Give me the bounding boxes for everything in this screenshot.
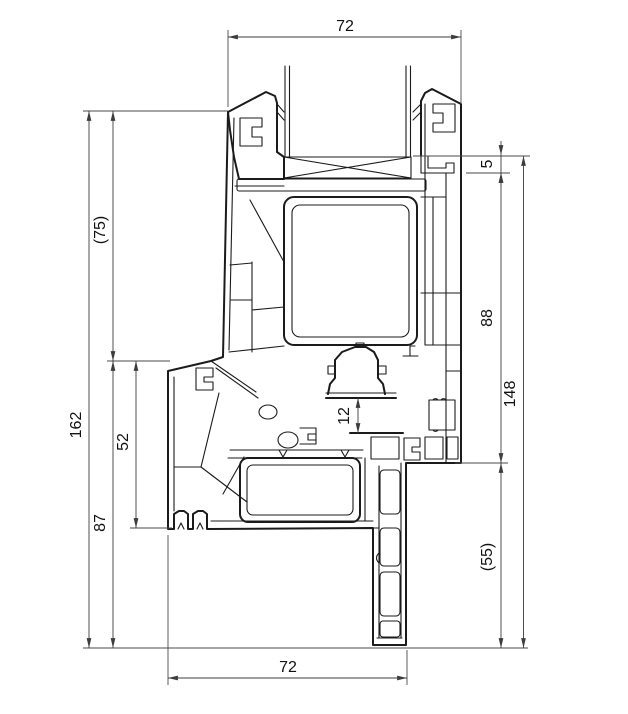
central-chamber-inner [291, 204, 410, 338]
hardware-groove [325, 342, 419, 460]
dim-left-lower: 87 [92, 361, 116, 648]
dim-right-step: 5 [479, 141, 504, 187]
dim-top-width: 72 [228, 18, 461, 40]
dim-label-left-total: 162 [68, 412, 85, 439]
dim-label-top-width: 72 [336, 18, 354, 35]
dim-center-gap: 12 [336, 398, 361, 433]
extension-lines [83, 30, 530, 685]
sill-profile [372, 462, 403, 639]
lower-left-webs [173, 367, 374, 530]
central-chamber-outer [283, 196, 418, 346]
dim-label-left-inner: 52 [115, 433, 132, 451]
glazing-packer [236, 178, 427, 192]
glazing-gasket-left [276, 103, 285, 121]
spacer-bar [283, 156, 412, 179]
dimension-annotations: 72 162 (75) 87 52 5 [68, 18, 530, 685]
dim-label-right-upper: 88 [479, 309, 496, 327]
glazing-bead-clip [239, 117, 263, 147]
joint-gaskets [210, 360, 317, 495]
left-chamber-webs [228, 117, 285, 353]
dim-left-total: 162 [68, 111, 92, 648]
dim-right-lower: (55) [479, 463, 504, 648]
profile-geometry [167, 65, 462, 646]
dim-label-bottom-width: 72 [279, 659, 297, 676]
glazing-gasket-right [412, 103, 422, 121]
dim-label-left-lower: 87 [92, 514, 109, 532]
reinforcement-chamber [227, 449, 366, 523]
glazing-bead [227, 91, 285, 180]
dim-label-right-step: 5 [479, 159, 496, 168]
dim-label-center-gap: 12 [336, 407, 353, 425]
dim-right-total: 148 [502, 156, 526, 648]
dim-right-upper: 88 [479, 173, 504, 463]
frame-outline [167, 88, 462, 646]
dim-bottom-width: 72 [168, 659, 407, 681]
glass-unit [236, 65, 427, 192]
rain-lip-hook [420, 155, 455, 174]
dim-left-inner: 52 [115, 361, 139, 528]
dim-left-upper: (75) [92, 111, 116, 361]
dim-label-left-upper: (75) [92, 216, 109, 244]
frame-right-clip [432, 103, 456, 133]
right-chamber-webs [403, 103, 462, 464]
dim-label-right-lower: (55) [479, 543, 496, 571]
dim-label-right-total: 148 [502, 381, 519, 408]
